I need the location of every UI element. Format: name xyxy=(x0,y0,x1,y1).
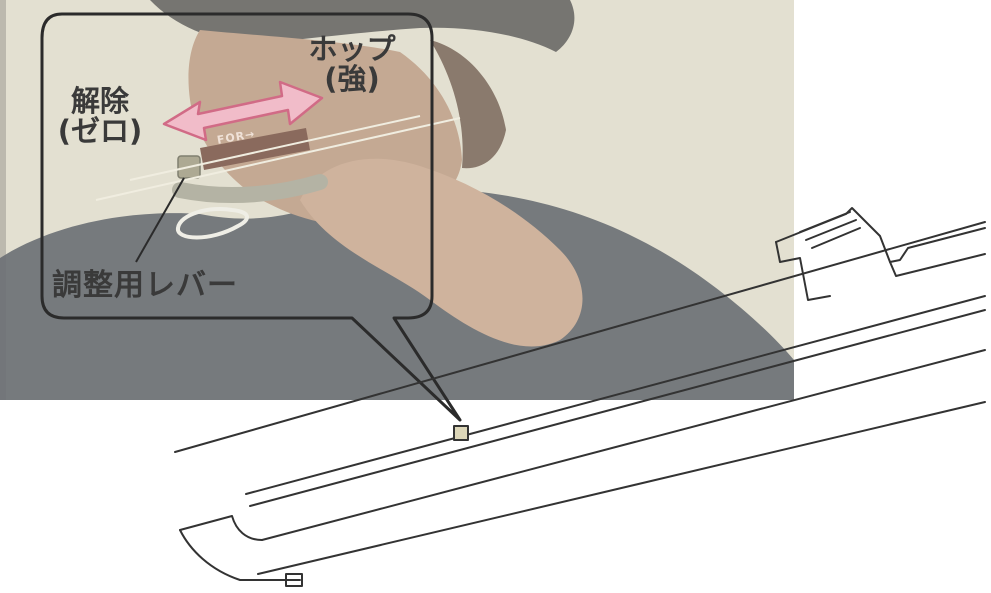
barrel-bottom-line xyxy=(257,401,986,575)
double-arrow-icon xyxy=(162,80,324,142)
hop-label-line2: (強) xyxy=(324,62,380,97)
barrel-front-lip xyxy=(179,515,263,541)
hop-label-line1: ホップ xyxy=(308,32,396,66)
photo-wash xyxy=(0,0,794,400)
photo-panel xyxy=(0,0,794,400)
hop-lever-detail xyxy=(453,425,469,441)
photo-left-edge xyxy=(0,0,6,400)
barrel-front-curve xyxy=(179,529,301,581)
barrel-mid-line xyxy=(261,349,986,541)
loop-cord xyxy=(176,207,249,240)
hand-shape xyxy=(300,158,583,347)
barrel-inner-edge xyxy=(249,309,986,507)
rear-sight-base xyxy=(775,241,831,301)
barrel-line-art xyxy=(174,207,986,587)
barrel-bottom-tab xyxy=(285,573,303,587)
release-zero-label: 解除 (ゼロ) xyxy=(40,86,160,147)
release-label-line2: (ゼロ) xyxy=(57,114,143,149)
barrel-upper-edge xyxy=(245,295,986,495)
hair-shape xyxy=(430,40,506,169)
rear-sight-top xyxy=(775,207,986,263)
rear-sight-ribs xyxy=(799,211,861,249)
jacket-shape xyxy=(0,189,794,400)
hop-strong-label: ホップ (強) xyxy=(292,34,412,95)
callout-bubble xyxy=(40,12,462,422)
chin-strap xyxy=(172,174,328,204)
lever-leader-line xyxy=(135,177,185,263)
rear-sight-step xyxy=(889,253,986,277)
photo-guide-line xyxy=(129,115,421,181)
adjust-lever-label: 調整用レバー xyxy=(52,268,238,303)
barrel-top-line xyxy=(174,221,986,453)
release-label-line1: 解除 xyxy=(70,84,129,118)
photo-guide-line xyxy=(95,117,461,201)
